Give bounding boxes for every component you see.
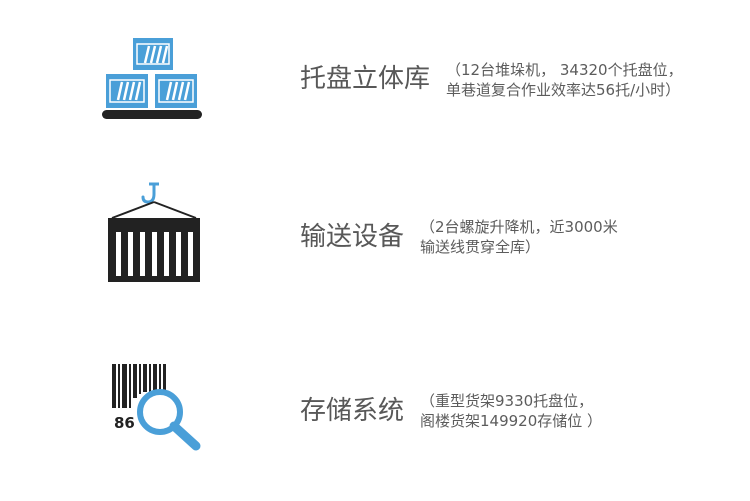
feature-storage-system: 86 存储系统 （重型货架9330托盘位， 阁楼货架149920存储位 ） xyxy=(0,330,750,501)
container-crane-icon xyxy=(108,182,200,282)
feature-title: 托盘立体库 xyxy=(300,64,431,94)
description-line-2: 输送线贯穿全库） xyxy=(420,238,541,256)
feature-conveying-equipment: 输送设备 （2台螺旋升降机，近3000米 输送线贯穿全库） xyxy=(0,160,750,330)
description-line-1: （重型货架9330托盘位， xyxy=(420,392,594,410)
stacked-boxes-pallet-icon xyxy=(102,38,202,119)
description-line-1: （2台螺旋升降机，近3000米 xyxy=(420,218,618,236)
description-line-2: 阁楼货架149920存储位 ） xyxy=(420,412,603,430)
feature-title: 存储系统 xyxy=(300,396,405,426)
feature-pallet-warehouse: 托盘立体库 （12台堆垛机， 34320个托盘位， 单巷道复合作业效率达56托/… xyxy=(0,0,750,160)
barcode-number: 86 xyxy=(114,414,135,432)
feature-description: （2台螺旋升降机，近3000米 输送线贯穿全库） xyxy=(420,217,618,257)
feature-description: （重型货架9330托盘位， 阁楼货架149920存储位 ） xyxy=(420,391,602,431)
feature-description: （12台堆垛机， 34320个托盘位， 单巷道复合作业效率达56托/小时） xyxy=(446,60,683,100)
feature-title: 输送设备 xyxy=(300,222,405,252)
description-line-1: （12台堆垛机， 34320个托盘位， xyxy=(446,61,683,79)
barcode-search-icon xyxy=(112,364,201,451)
description-line-2: 单巷道复合作业效率达56托/小时） xyxy=(446,81,681,99)
